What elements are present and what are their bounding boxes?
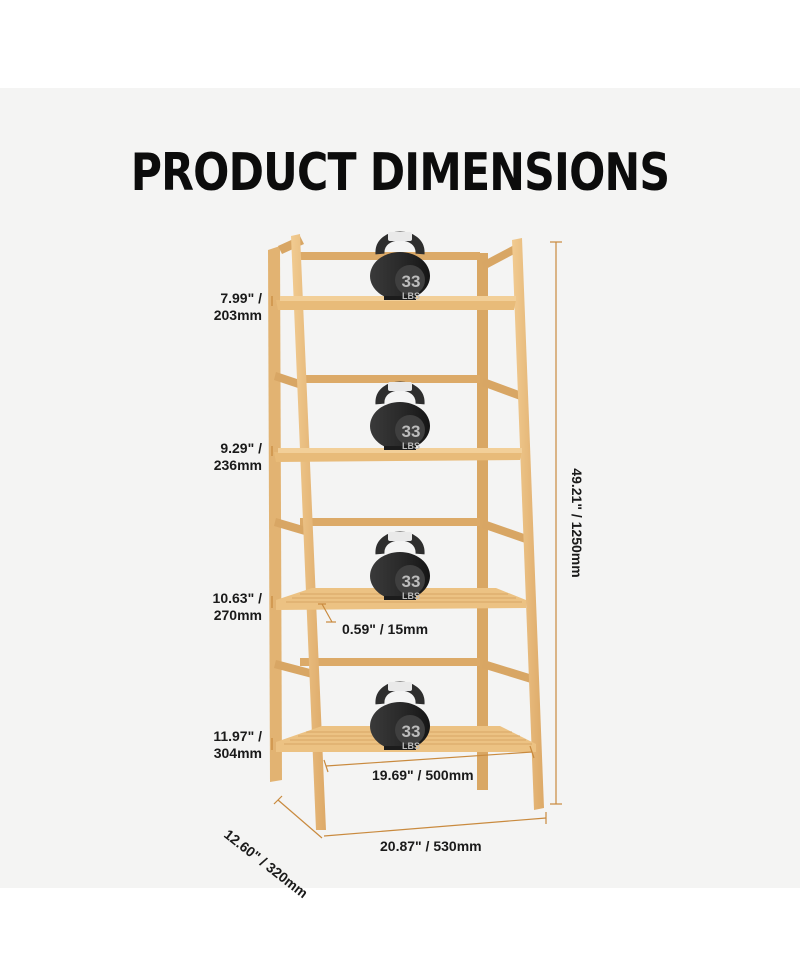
kettlebell-4 bbox=[370, 681, 430, 750]
kettlebell-2 bbox=[370, 381, 430, 450]
weight-number: 33 bbox=[402, 722, 421, 741]
front-legs bbox=[291, 234, 544, 830]
shelf-gap-1-imperial: 7.99" / bbox=[220, 290, 262, 306]
shelf-gap-1-label: 7.99" / 203mm bbox=[172, 290, 262, 324]
weight-unit: LBS bbox=[402, 741, 420, 751]
background-panel bbox=[0, 88, 800, 888]
shelf-thickness-label: 0.59" / 15mm bbox=[342, 621, 429, 637]
weight-unit: LBS bbox=[402, 291, 420, 301]
weight-number: 33 bbox=[402, 422, 421, 441]
shelf-gap-2-imperial: 9.29" / bbox=[220, 440, 262, 456]
height-label: 49.21" / 1250mm bbox=[569, 468, 585, 578]
shelf-gap-3-metric: 270mm bbox=[213, 607, 262, 623]
kettlebell-1 bbox=[370, 231, 430, 300]
shelf-gap-3-label: 10.63" / 270mm bbox=[172, 590, 262, 624]
shelf-gap-4-label: 11.97" / 304mm bbox=[172, 728, 262, 762]
shelf-gap-2-metric: 236mm bbox=[213, 457, 262, 473]
weight-unit: LBS bbox=[402, 441, 420, 451]
shelf-gap-4-imperial: 11.97" / bbox=[213, 728, 262, 744]
shelf-gap-4-metric: 304mm bbox=[213, 745, 262, 761]
weight-number: 33 bbox=[402, 572, 421, 591]
shelf-width-label: 19.69" / 500mm bbox=[372, 767, 474, 783]
weight-unit: LBS bbox=[402, 591, 420, 601]
shelf-gap-3-imperial: 10.63" / bbox=[212, 590, 262, 606]
shelf-gap-1-metric: 203mm bbox=[213, 307, 262, 323]
weight-number: 33 bbox=[402, 272, 421, 291]
overall-width-label: 20.87" / 530mm bbox=[380, 838, 482, 854]
dimension-lines bbox=[271, 241, 562, 839]
page-title: PRODUCT DIMENSIONS bbox=[130, 143, 670, 203]
shelf-gap-2-label: 9.29" / 236mm bbox=[172, 440, 262, 474]
kettlebell-3 bbox=[370, 531, 430, 600]
